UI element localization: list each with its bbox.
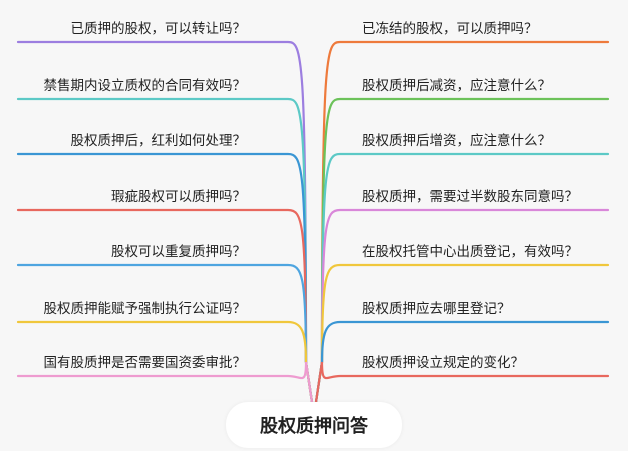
left-topic-6[interactable]: 股权质押能赋予强制执行公证吗？: [43, 301, 247, 317]
left-branch-line-7: [16, 361, 314, 404]
root-topic-label: 股权质押问答: [260, 416, 368, 437]
left-branch-line-5: [16, 263, 314, 404]
root-topic[interactable]: 股权质押问答: [226, 402, 402, 448]
right-topic-4[interactable]: 股权质押，需要过半数股东同意吗？: [362, 189, 578, 205]
right-branch-line-5: [314, 263, 610, 404]
right-branch-line-6: [314, 320, 610, 404]
right-branch-line-1: [314, 40, 610, 404]
left-branch-line-6: [16, 320, 314, 404]
right-topic-1[interactable]: 已冻结的股权，可以质押吗？: [362, 21, 538, 37]
left-topic-3[interactable]: 股权质押后，红利如何处理？: [70, 133, 247, 149]
right-topic-5[interactable]: 在股权托管中心出质登记，有效吗？: [362, 244, 578, 260]
left-topic-2[interactable]: 禁售期内设立质权的合同有效吗？: [43, 78, 247, 94]
right-topic-2[interactable]: 股权质押后减资，应注意什么？: [362, 78, 551, 94]
right-topic-7[interactable]: 股权质押设立规定的变化？: [362, 355, 524, 371]
right-branch-line-7: [314, 361, 610, 404]
left-topic-1[interactable]: 已质押的股权，可以转让吗？: [70, 21, 247, 37]
right-topic-3[interactable]: 股权质押后增资，应注意什么？: [362, 133, 551, 149]
left-topic-7[interactable]: 国有股质押是否需要国资委审批？: [43, 355, 247, 371]
left-topic-5[interactable]: 股权可以重复质押吗？: [111, 244, 246, 260]
right-topic-6[interactable]: 股权质押应去哪里登记？: [362, 301, 511, 317]
left-topic-4[interactable]: 瑕疵股权可以质押吗？: [111, 189, 246, 205]
left-branch-line-1: [16, 40, 314, 404]
